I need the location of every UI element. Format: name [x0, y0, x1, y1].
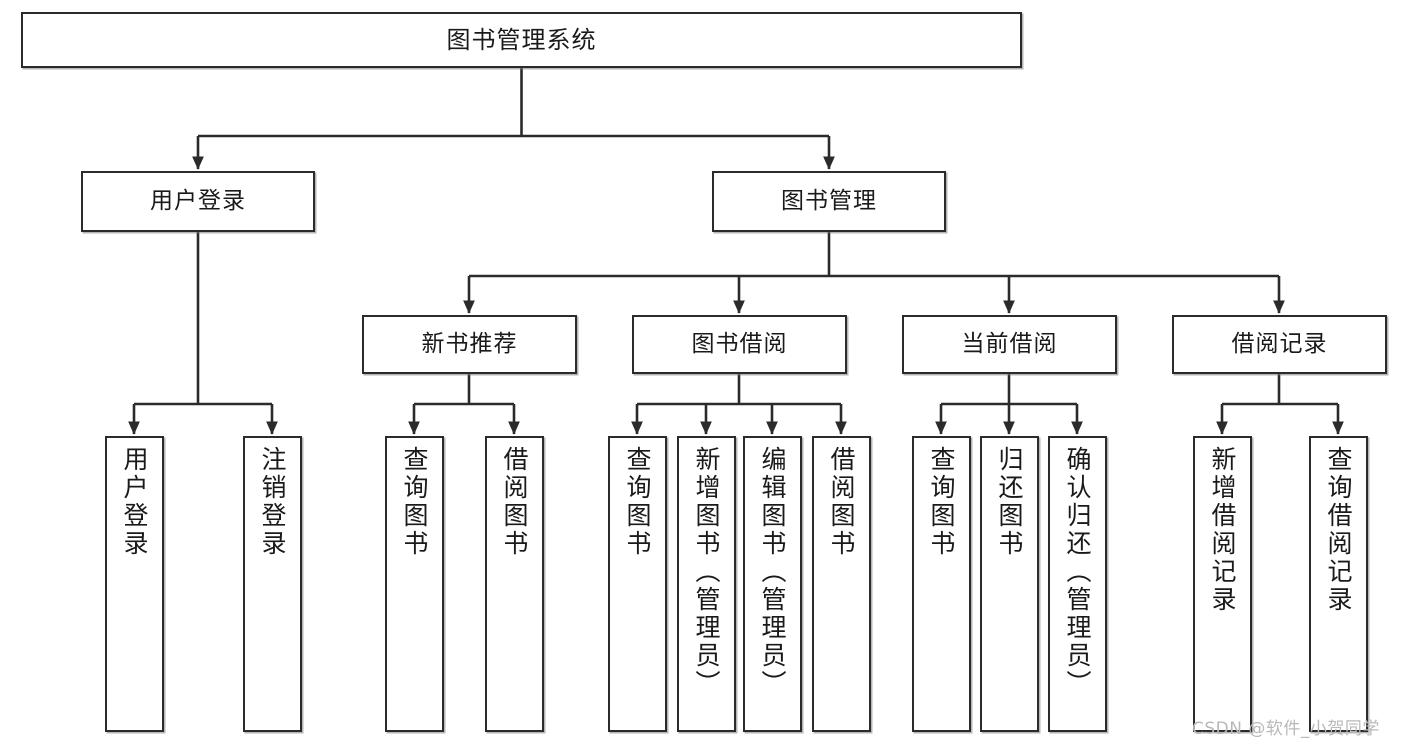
node-current-borrow[interactable]: 当前借阅 — [902, 315, 1117, 374]
node-label: 用户登录 — [120, 446, 149, 558]
node-label: 确认归还（管理员） — [1063, 446, 1092, 698]
node-label: 归还图书 — [995, 446, 1024, 558]
leaf-borrow-book[interactable]: 借阅图书 — [812, 436, 871, 732]
leaf-confirm-return[interactable]: 确认归还（管理员） — [1048, 436, 1107, 732]
node-label: 新增借阅记录 — [1208, 446, 1237, 614]
csdn-watermark: CSDN @软件_小贺同学 — [1192, 719, 1380, 739]
node-label: 编辑图书（管理员） — [758, 446, 787, 698]
leaf-query-book-current[interactable]: 查询图书 — [912, 436, 971, 732]
node-label: 查询图书 — [623, 446, 652, 558]
node-borrow-record[interactable]: 借阅记录 — [1172, 315, 1387, 374]
leaf-edit-book[interactable]: 编辑图书（管理员） — [743, 436, 802, 732]
node-label: 借阅图书 — [827, 446, 856, 558]
node-label: 借阅图书 — [500, 446, 529, 558]
node-label: 当前借阅 — [961, 331, 1058, 357]
node-book-borrow[interactable]: 图书借阅 — [632, 315, 847, 374]
leaf-query-borrow-record[interactable]: 查询借阅记录 — [1309, 436, 1368, 732]
leaf-query-book-recommend[interactable]: 查询图书 — [385, 436, 444, 732]
node-label: 新增图书（管理员） — [692, 446, 721, 698]
node-label: 借阅记录 — [1231, 331, 1328, 357]
leaf-query-book-borrow[interactable]: 查询图书 — [608, 436, 667, 732]
leaf-add-borrow-record[interactable]: 新增借阅记录 — [1193, 436, 1252, 732]
leaf-return-book[interactable]: 归还图书 — [980, 436, 1039, 732]
node-label: 图书管理 — [781, 188, 877, 214]
node-label: 图书管理系统 — [446, 26, 597, 54]
node-label: 注销登录 — [258, 446, 287, 558]
node-label: 图书借阅 — [691, 331, 788, 357]
node-book-manage[interactable]: 图书管理 — [712, 171, 946, 232]
node-label: 查询图书 — [927, 446, 956, 558]
node-label: 查询图书 — [400, 446, 429, 558]
leaf-borrow-book-recommend[interactable]: 借阅图书 — [485, 436, 544, 732]
node-user-login[interactable]: 用户登录 — [81, 171, 315, 232]
node-label: 新书推荐 — [421, 331, 518, 357]
node-label: 查询借阅记录 — [1324, 446, 1353, 614]
node-label: 用户登录 — [150, 188, 246, 214]
leaf-logout-login[interactable]: 注销登录 — [243, 436, 302, 732]
leaf-user-login[interactable]: 用户登录 — [105, 436, 164, 732]
leaf-add-book[interactable]: 新增图书（管理员） — [677, 436, 736, 732]
node-new-book-recommend[interactable]: 新书推荐 — [362, 315, 577, 374]
node-root-library-system[interactable]: 图书管理系统 — [21, 12, 1022, 68]
